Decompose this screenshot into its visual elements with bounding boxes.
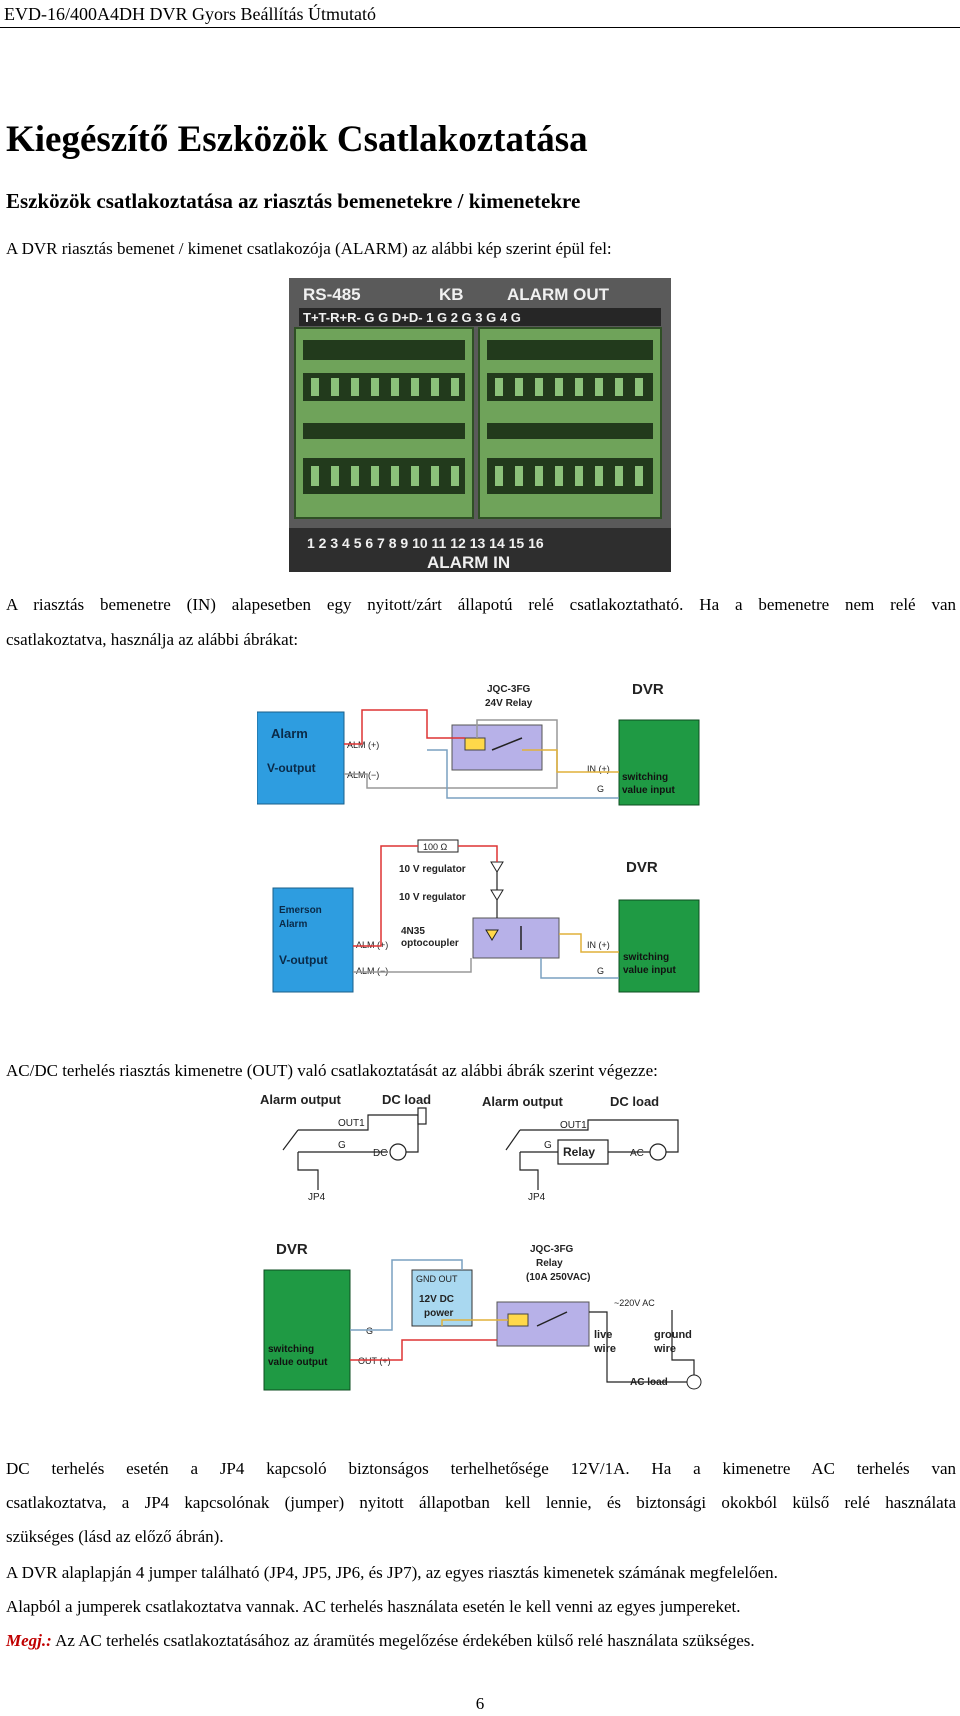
paragraph-input-line2: csatlakoztatva, használja az alábbi ábrá…	[6, 630, 299, 649]
label-kb: KB	[439, 285, 464, 304]
d1-alm-plus: ALM (+)	[347, 740, 379, 750]
paragraph-output: AC/DC terhelés riasztás kimenetre (OUT) …	[6, 1061, 658, 1080]
d1-relay-model: JQC-3FG	[487, 684, 531, 695]
d2-switching: switching	[623, 952, 669, 963]
d1-in-plus: IN (+)	[587, 764, 610, 774]
diagram-relay-input: Alarm V-output ALM (+) ALM (−) JQC-3FG 2…	[257, 681, 700, 806]
d4-value-output: value output	[268, 1357, 328, 1368]
d4-switching: switching	[268, 1344, 314, 1355]
d3-relay: Relay	[563, 1145, 595, 1159]
d4-wire2: wire	[653, 1343, 676, 1355]
d4-ground: ground	[654, 1329, 692, 1341]
d4-relay-model: JQC-3FG	[530, 1244, 574, 1255]
d2-resistor: 100 Ω	[423, 842, 448, 852]
d2-voutput: V-output	[279, 953, 328, 967]
d2-value-input: value input	[623, 965, 676, 976]
note: Megj.: Az AC terhelés csatlakoztatásához…	[6, 1624, 956, 1658]
diagram-optocoupler-input: 100 Ω 10 V regulator 10 V regulator 4N35…	[272, 839, 700, 993]
d3-alarm-output-right: Alarm output	[482, 1094, 564, 1109]
diagram-ac-relay-output: DVR switching value output G OUT (+) GND…	[263, 1241, 702, 1391]
document-header: EVD-16/400A4DH DVR Gyors Beállítás Útmut…	[0, 0, 960, 28]
d4-220v: ~220V AC	[614, 1298, 655, 1308]
d2-opto-label: optocoupler	[401, 938, 459, 949]
d2-alm-plus: ALM (+)	[356, 940, 388, 950]
d4-dvr: DVR	[276, 1241, 308, 1258]
d2-emerson: Emerson	[279, 905, 322, 916]
d2-in-plus: IN (+)	[587, 940, 610, 950]
d1-alm-minus: ALM (−)	[347, 770, 379, 780]
diagram-output-loads: Alarm output DC load Alarm output DC loa…	[260, 1092, 679, 1203]
d1-relay-label: 24V Relay	[485, 698, 533, 709]
label-rs485: RS-485	[303, 285, 361, 304]
label-alarm-in: ALARM IN	[427, 553, 510, 572]
d1-g: G	[597, 784, 604, 794]
d2-reg1: 10 V regulator	[399, 864, 466, 875]
note-label: Megj.:	[6, 1631, 52, 1650]
d3-out1-left: OUT1	[338, 1118, 365, 1129]
note-text: Az AC terhelés csatlakoztatásához az ára…	[55, 1631, 755, 1650]
top-pin-labels: T+T-R+R- G G D+D- 1 G 2 G 3 G 4 G	[303, 310, 521, 325]
d1-dvr: DVR	[632, 681, 664, 698]
label-alarm-out: ALARM OUT	[507, 285, 610, 304]
page-number: 6	[475, 1694, 485, 1713]
paragraph-jumper-line1: A DVR alaplapján 4 jumper található (JP4…	[6, 1563, 778, 1582]
d4-wire: wire	[593, 1343, 616, 1355]
d3-out1-right: OUT1	[560, 1120, 587, 1131]
d1-voutput: V-output	[267, 761, 316, 775]
d3-ac: AC	[630, 1148, 644, 1159]
d3-dc-load-left: DC load	[382, 1092, 431, 1107]
d3-dc: DC	[373, 1148, 387, 1159]
d2-dvr: DVR	[626, 859, 658, 876]
d1-switching: switching	[622, 772, 668, 783]
paragraph-jumper-line2: Alapból a jumperek csatlakoztatva vannak…	[6, 1597, 741, 1616]
d4-power-12v: 12V DC	[419, 1294, 454, 1305]
alarm-connector-image: RS-485 KB ALARM OUT T+T-R+R- G G D+D- 1 …	[289, 278, 671, 572]
d3-dc-load-right: DC load	[610, 1094, 659, 1109]
d1-alarm: Alarm	[271, 726, 308, 741]
d2-alm-minus: ALM (−)	[356, 966, 388, 976]
d4-relay: Relay	[536, 1258, 563, 1269]
d2-g: G	[597, 966, 604, 976]
d3-alarm-output-left: Alarm output	[260, 1092, 342, 1107]
d4-live: live	[594, 1329, 612, 1341]
section-title: Eszközök csatlakoztatása az riasztás bem…	[6, 189, 581, 213]
paragraph-dc-line2: csatlakoztatva, a JP4 kapcsolónak (jumpe…	[6, 1493, 956, 1512]
paragraph-dc-line1: DC terhelés esetén a JP4 kapcsoló bizton…	[6, 1459, 956, 1478]
d3-jp4-right: JP4	[528, 1192, 546, 1203]
d3-g-left: G	[338, 1140, 346, 1151]
d4-g: G	[366, 1326, 373, 1336]
d3-jp4-left: JP4	[308, 1192, 326, 1203]
d1-value-input: value input	[622, 785, 675, 796]
d2-opto-model: 4N35	[401, 926, 425, 937]
d4-out-plus: OUT (+)	[358, 1356, 391, 1366]
bottom-pin-labels: 1 2 3 4 5 6 7 8 9 10 11 12 13 14 15 16	[307, 535, 544, 551]
d3-g-right: G	[544, 1140, 552, 1151]
paragraph-input-line1: A riasztás bemenetre (IN) alapesetben eg…	[6, 595, 956, 614]
d2-reg2: 10 V regulator	[399, 892, 466, 903]
page-title: Kiegészítő Eszközök Csatlakoztatása	[6, 119, 588, 160]
d4-relay-rating: (10A 250VAC)	[526, 1272, 590, 1283]
paragraph-dc-line3: szükséges (lásd az előző ábrán).	[6, 1527, 224, 1546]
d2-alarm: Alarm	[279, 919, 307, 930]
d4-power: power	[424, 1308, 454, 1319]
d4-gnd-out: GND OUT	[416, 1274, 458, 1284]
intro-paragraph: A DVR riasztás bemenet / kimenet csatlak…	[6, 239, 612, 258]
